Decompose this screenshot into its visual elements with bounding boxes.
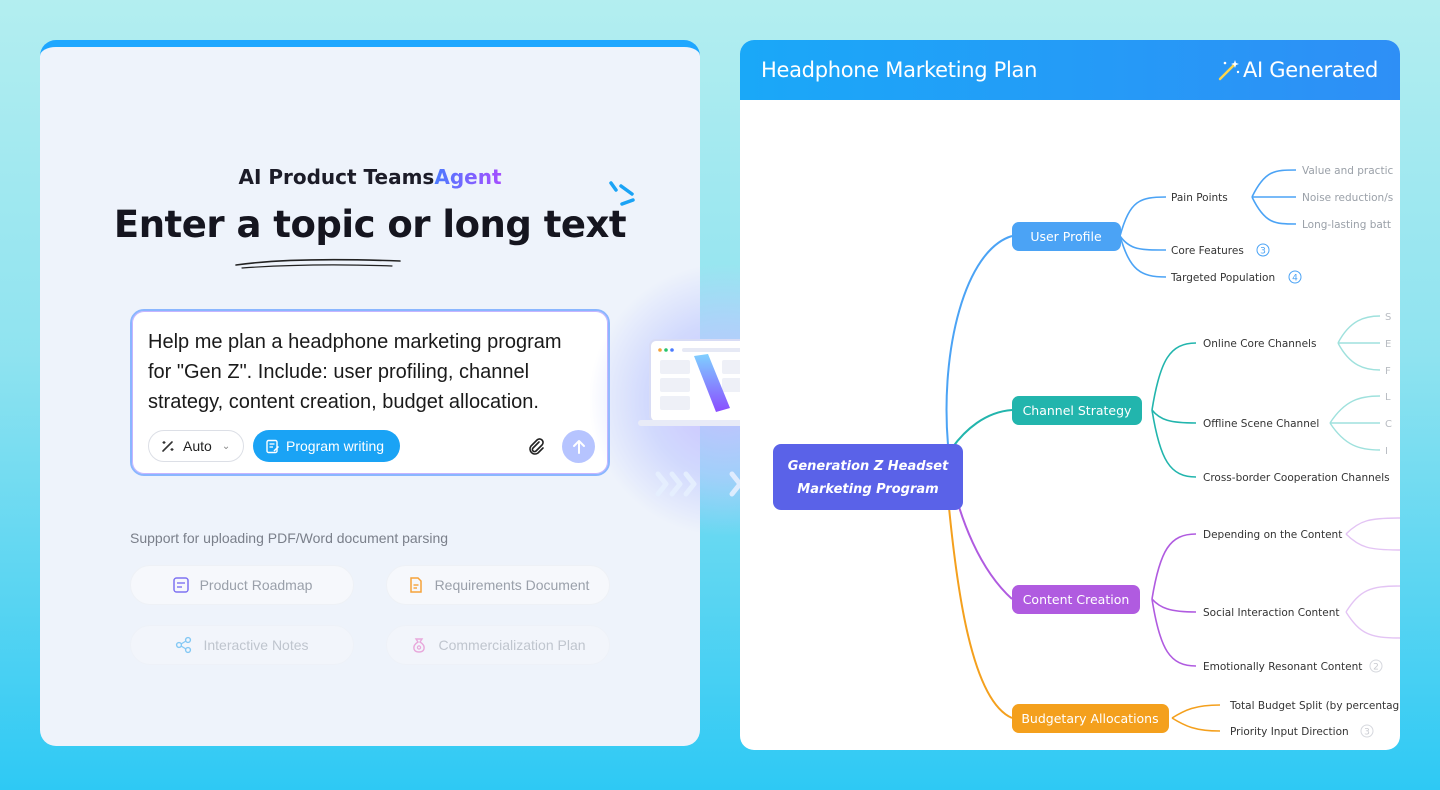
prompt-input[interactable]: Help me plan a headphone marketing progr… xyxy=(130,309,610,476)
node-leaf[interactable]: Noise reduction/s xyxy=(1302,192,1393,204)
node-leaf[interactable]: S xyxy=(1385,312,1391,323)
branch-user-profile[interactable] xyxy=(1012,222,1121,251)
node-leaf[interactable]: L xyxy=(1385,392,1391,403)
branch-budgetary-allocations[interactable] xyxy=(1012,704,1169,733)
node-leaf[interactable]: C xyxy=(1385,419,1392,430)
chip-label: Commercialization Plan xyxy=(438,637,586,653)
count-badge: 2 xyxy=(1373,663,1379,673)
node-social-interaction-content[interactable]: Social Interaction Content xyxy=(1203,607,1340,619)
node-depending-on-content[interactable]: Depending on the Content xyxy=(1203,529,1342,541)
prompt-text[interactable]: Help me plan a headphone marketing progr… xyxy=(148,331,562,413)
mindmap-root-line-2: Marketing Program xyxy=(797,482,938,497)
mindmap-root-line-1: Generation Z Headset xyxy=(788,459,949,474)
chip-label: Requirements Document xyxy=(434,577,590,593)
mindmap-header: Headphone Marketing Plan AI Generated xyxy=(740,40,1400,100)
magic-wand-icon xyxy=(1218,60,1240,81)
badge-label: AI Generated xyxy=(1242,58,1378,82)
branch-label: Content Creation xyxy=(1023,592,1130,607)
auto-label: Auto xyxy=(183,438,212,454)
arrow-up-icon xyxy=(572,439,585,454)
chip-label: Product Roadmap xyxy=(199,577,313,593)
branch-content-creation[interactable] xyxy=(1012,585,1140,614)
chip-commercialization-plan[interactable]: Commercialization Plan xyxy=(386,625,610,665)
headline: Enter a topic or long text xyxy=(113,203,627,246)
count-badge: 3 xyxy=(1364,728,1370,738)
node-leaf[interactable]: F xyxy=(1385,366,1391,377)
agent-title-text: AI Product Teams xyxy=(238,165,435,189)
count-badge: 3 xyxy=(1260,247,1266,257)
send-button[interactable] xyxy=(562,430,595,463)
roadmap-icon xyxy=(172,577,189,593)
chip-interactive-notes[interactable]: Interactive Notes xyxy=(130,625,354,665)
node-pain-points[interactable]: Pain Points xyxy=(1171,192,1228,204)
node-leaf[interactable]: I xyxy=(1385,446,1388,457)
chip-label: Interactive Notes xyxy=(203,637,309,653)
branch-label: Channel Strategy xyxy=(1023,403,1132,418)
paperclip-icon[interactable] xyxy=(526,436,546,456)
document-icon xyxy=(409,577,422,593)
node-online-core-channels[interactable]: Online Core Channels xyxy=(1203,338,1316,350)
money-bag-icon xyxy=(413,638,426,653)
node-leaf[interactable]: Long-lasting batt xyxy=(1302,219,1391,231)
node-core-features[interactable]: Core Features xyxy=(1171,245,1244,257)
node-leaf[interactable]: Value and practic xyxy=(1302,165,1393,177)
node-offline-scene-channel[interactable]: Offline Scene Channel xyxy=(1203,418,1319,430)
underline-decoration xyxy=(235,258,401,269)
ai-generated-badge: AI Generated xyxy=(1217,58,1378,82)
node-leaf[interactable]: E xyxy=(1385,339,1391,350)
document-edit-icon xyxy=(266,439,280,453)
magic-wand-icon xyxy=(162,441,174,452)
node-targeted-population[interactable]: Targeted Population xyxy=(1170,272,1275,284)
mindmap-panel: Headphone Marketing Plan AI Generated xyxy=(740,40,1400,750)
auto-mode-select[interactable]: Auto ⌄ xyxy=(148,430,244,462)
program-writing-label: Program writing xyxy=(286,438,385,454)
branch-channel-strategy[interactable] xyxy=(1012,396,1142,425)
node-priority-input-direction[interactable]: Priority Input Direction xyxy=(1230,726,1349,738)
mindmap-canvas: Generation Z Headset Marketing Program U… xyxy=(773,165,1400,738)
share-nodes-icon xyxy=(176,636,192,654)
agent-title: AI Product TeamsAgent xyxy=(40,165,700,189)
node-total-budget-split[interactable]: Total Budget Split (by percentag xyxy=(1229,700,1399,712)
branch-label: User Profile xyxy=(1030,229,1102,244)
chevron-down-icon: ⌄ xyxy=(221,440,231,452)
chip-product-roadmap[interactable]: Product Roadmap xyxy=(130,565,354,605)
program-writing-button[interactable]: Program writing xyxy=(253,430,400,462)
branch-label: Budgetary Allocations xyxy=(1021,711,1158,726)
sparkle-icon xyxy=(609,181,635,206)
mindmap-title: Headphone Marketing Plan xyxy=(761,58,1038,82)
chip-requirements-document[interactable]: Requirements Document xyxy=(386,565,610,605)
upload-support-text: Support for uploading PDF/Word document … xyxy=(130,530,449,546)
node-cross-border-channels[interactable]: Cross-border Cooperation Channels xyxy=(1203,472,1390,484)
agent-title-accent: Agent xyxy=(434,165,502,189)
mindmap-root-node xyxy=(773,444,963,510)
count-badge: 4 xyxy=(1292,274,1298,284)
node-emotionally-resonant-content[interactable]: Emotionally Resonant Content xyxy=(1203,661,1362,673)
